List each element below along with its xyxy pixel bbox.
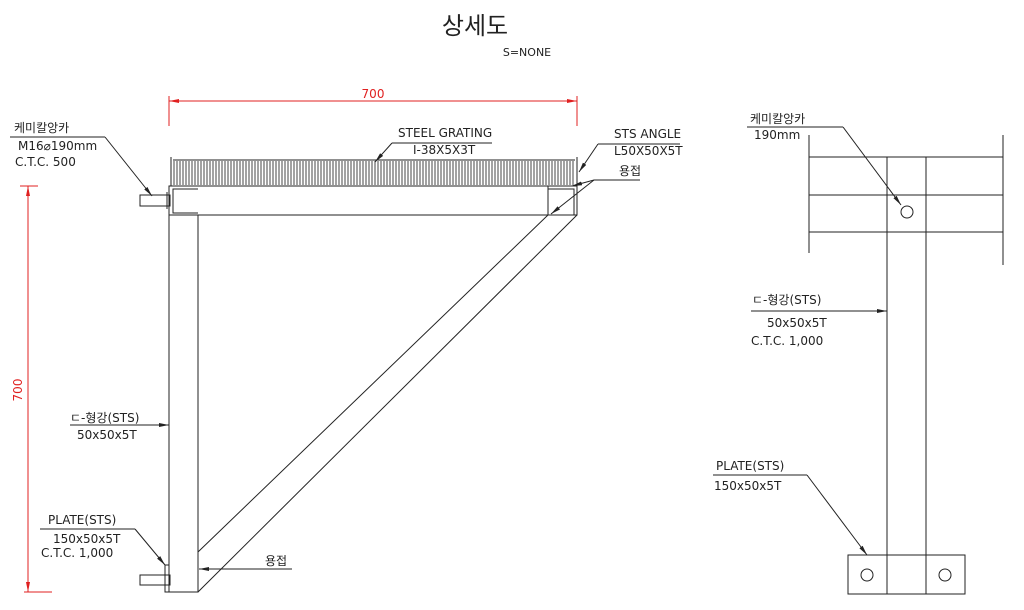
label-weld-top: 용접 [550, 164, 641, 215]
anchor-name: 케미칼앙카 [14, 121, 69, 135]
base-plate [164, 564, 170, 593]
plate-hole-right [938, 568, 952, 582]
channel-name: ㄷ-형강(STS) [70, 411, 139, 425]
front-base-plate [847, 554, 966, 595]
anchor-spec: M16⌀190mm [18, 139, 97, 153]
plate-hole-left [860, 568, 874, 582]
front-label-anchor: 케미칼앙카 190mm [747, 112, 902, 206]
sts-angle [547, 186, 575, 215]
dimension-vertical-value: 700 [11, 379, 25, 402]
grating-name: STEEL GRATING [398, 126, 492, 140]
vertical-column [168, 215, 199, 593]
dimension-horizontal: 700 [168, 87, 578, 126]
anchor-bolt-top [139, 194, 171, 207]
label-weld-bottom: 용접 [199, 554, 292, 571]
front-channel-ctc: C.T.C. 1,000 [751, 334, 823, 348]
drawing-title: 상세도 [442, 12, 508, 40]
plate-ctc: C.T.C. 1,000 [41, 546, 113, 560]
front-view: 케미칼앙카 190mm ㄷ-형강(STS) 50x50x5T C.T.C. 1,… [713, 112, 1004, 595]
label-plate: PLATE(STS) 150x50x5T C.T.C. 1,000 [40, 513, 166, 566]
plate-spec: 150x50x5T [53, 532, 121, 546]
weld-top-text: 용접 [619, 164, 641, 178]
top-beam [168, 185, 578, 216]
drawing-scale: S=NONE [503, 46, 551, 59]
diagonal-brace-edge [197, 214, 578, 593]
label-channel: ㄷ-형강(STS) 50x50x5T [70, 411, 169, 442]
angle-name: STS ANGLE [614, 127, 681, 141]
front-channel-name: ㄷ-형강(STS) [752, 293, 821, 307]
label-angle: STS ANGLE L50X50X5T [578, 127, 683, 173]
anchor-ctc: C.T.C. 500 [15, 155, 76, 169]
weld-bottom-text: 용접 [265, 554, 287, 568]
grating-spec: I-38X5X3T [413, 143, 476, 157]
front-channel-spec: 50x50x5T [767, 316, 827, 330]
front-plate-spec: 150x50x5T [714, 479, 782, 493]
label-grating: STEEL GRATING I-38X5X3T [374, 126, 492, 163]
dimension-horizontal-value: 700 [362, 87, 385, 101]
front-label-plate: PLATE(STS) 150x50x5T [713, 459, 868, 556]
diagonal-brace [197, 214, 549, 553]
angle-spec: L50X50X5T [614, 144, 683, 158]
channel-spec: 50x50x5T [77, 428, 137, 442]
front-anchor-name: 케미칼앙카 [750, 112, 805, 126]
channel-end [172, 188, 198, 214]
front-anchor-spec: 190mm [754, 128, 800, 142]
label-anchor: 케미칼앙카 M16⌀190mm C.T.C. 500 [10, 121, 153, 197]
side-view: 700 700 [10, 87, 683, 593]
anchor-bolt-bottom [139, 574, 171, 586]
dimension-vertical: 700 [11, 185, 52, 593]
plate-name: PLATE(STS) [48, 513, 116, 527]
front-plate-name: PLATE(STS) [716, 459, 784, 473]
anchor-hole [900, 205, 914, 219]
front-label-channel: ㄷ-형강(STS) 50x50x5T C.T.C. 1,000 [751, 293, 887, 348]
steel-grating [170, 157, 578, 186]
